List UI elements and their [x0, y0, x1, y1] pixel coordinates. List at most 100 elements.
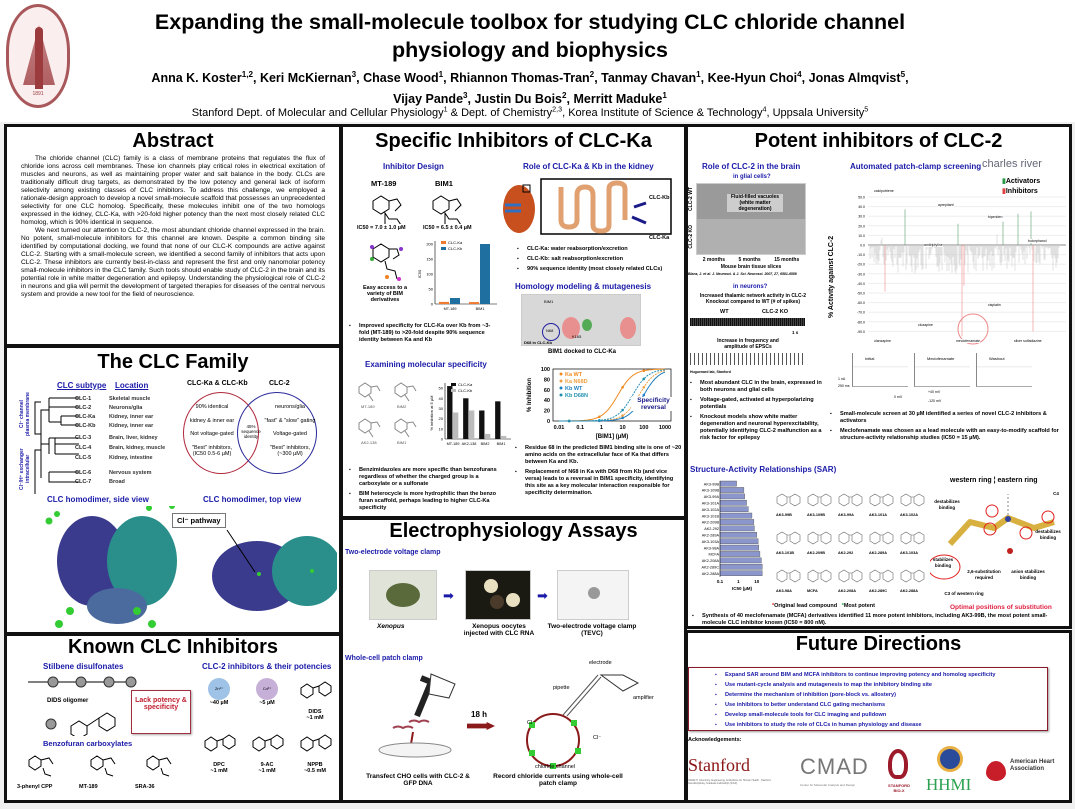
potency-label: ~40 µM [209, 700, 229, 706]
compound-structure [836, 487, 866, 516]
compound-label: DIDS oligomer [47, 698, 89, 704]
compound-structure [898, 563, 928, 592]
compound-label: clozapine [918, 323, 933, 327]
time-label: 18 h [471, 710, 488, 719]
venn-item: "fast" & "slow" gating [264, 417, 316, 424]
legend-label: CLC-Ka [448, 240, 463, 245]
structure-drawing [807, 531, 832, 545]
vacuole-label: Fluid-filled vacuoles (white matter dege… [727, 194, 783, 212]
clc2-inhibitor: DIDS~1 mM [293, 678, 337, 721]
compound-label: AK3-102A [900, 513, 918, 517]
section-title: Specific Inhibitors of CLC-Ka [375, 130, 652, 152]
bond-lines [28, 755, 54, 777]
current-trace: Meclofenamate [914, 353, 970, 387]
subtype-name: CLC-Kb [75, 423, 96, 429]
subtype-location: Kidney, intestine [109, 455, 153, 461]
venn-right-title: CLC-2 [269, 380, 290, 387]
structure-drawing [838, 531, 863, 545]
diagram-label: Cl⁻ [593, 735, 602, 741]
structure-drawing [300, 681, 332, 699]
bond-lines [90, 755, 116, 777]
series-line [559, 371, 666, 422]
affiliation-mark: 3 [463, 91, 468, 101]
affiliation-mark: 1,2 [241, 70, 253, 79]
bar [719, 532, 757, 538]
subsection-title: Automated patch-clamp screening [850, 162, 982, 171]
subsection-title: in glial cells? [733, 174, 771, 180]
bond-lines [807, 569, 832, 583]
bond-lines [838, 569, 863, 583]
subtype-location: Kidney, inner ear [109, 414, 154, 420]
structure-drawing [900, 531, 925, 545]
epsc-trace [690, 353, 805, 365]
compound-structure [898, 525, 928, 554]
y-tick-label: -20.0 [857, 263, 865, 267]
trace-label: Initial [865, 356, 875, 361]
y-tick-label: 50.0 [858, 196, 865, 200]
ic50-label: IC50 = 7.0 ± 1.0 µM [357, 225, 406, 231]
affiliation-mark: 4 [797, 70, 802, 79]
clc2-inhibitor: NPPB~0.5 mM [293, 731, 337, 774]
ion-sphere: Cd²⁺ [256, 678, 278, 700]
subtype-name: CLC-3 [75, 435, 92, 441]
figure-caption: CLC homodimer, top view [203, 495, 302, 504]
dose-bullets: Residue 68 in the predicted BIM1 binding… [513, 445, 683, 500]
hhmi-logo: HHMI [926, 775, 972, 794]
trace-label: Washout [989, 356, 1005, 361]
structure-drawing [394, 382, 417, 402]
author-name: Kee-Hyun Choi4 [707, 70, 802, 86]
caption: Xenopus [377, 623, 405, 630]
compound-structure [774, 487, 804, 516]
compound-structure [355, 379, 389, 408]
legend-marker [559, 379, 563, 383]
compound-label: AK2-288A [900, 589, 918, 593]
bar [450, 298, 460, 304]
compound-structure [87, 750, 127, 783]
y-tick-label: -60.0 [857, 301, 865, 305]
diagram-label: amplifier [633, 695, 654, 701]
bar [480, 244, 490, 304]
compound-structure [143, 750, 183, 783]
x-tick-label: 0.01 [554, 425, 565, 431]
subtype-name: CLC-4 [75, 445, 92, 451]
diagram-label: pipette [553, 685, 570, 691]
title-line: Expanding the small-molecule toolbox for… [154, 10, 906, 34]
bond-lines [146, 755, 172, 777]
author-name: Chase Wood1 [363, 70, 444, 86]
bond-lines [300, 681, 332, 699]
subtype-location: Broad [109, 479, 125, 485]
compound-label: BIM1 [397, 440, 407, 445]
clcka-panel: Specific Inhibitors of CLC-Ka Inhibitor … [340, 124, 687, 519]
citation: Blanz, J. et al. J. Neurosci. & J. Sci. … [688, 272, 797, 276]
potency-label: ~5 µM [259, 700, 275, 706]
compound-label: AK3-99A [838, 513, 854, 517]
y-tick-label: 10.0 [858, 234, 865, 238]
section-title: Electrophysiology Assays [389, 520, 638, 542]
y-tick-label: 40.0 [858, 205, 865, 209]
subtype-name: CLC-1 [75, 396, 92, 402]
bullet: Use mutant-cycle analysis and mutagenesi… [713, 682, 1047, 689]
compound-label: silver sulfadiazine [1014, 339, 1042, 343]
brain-bullets: Most abundant CLC in the brain, expresse… [688, 380, 823, 445]
y-tick-label: 0.0 [860, 244, 865, 248]
abstract-panel: Abstract The chloride channel (CLC) fami… [4, 124, 342, 347]
affiliation: , Korea Institute of Science & Technolog… [562, 105, 767, 119]
meclofenamate-highlight [957, 313, 989, 345]
author-name: Justin Du Bois2 [474, 91, 567, 107]
bond-lines [807, 493, 832, 507]
legend-label: CLC-Ka [458, 382, 473, 387]
oocytes-photo [465, 570, 531, 620]
kidney-label: CLC-Ka [649, 235, 670, 241]
x-axis-label: IC50 (µM) [732, 586, 753, 591]
potency-label: ~1 mM [258, 768, 276, 774]
structure-drawing [204, 734, 236, 752]
compound-label: biperiden [988, 215, 1003, 219]
caption: Increase in frequency and amplitude of E… [717, 338, 779, 350]
structure-drawing [869, 569, 894, 583]
subtype-name: CLC-5 [75, 455, 92, 461]
legend-inhibitors: ▮Inhibitors [1002, 188, 1038, 195]
ion-sphere: Zn²⁺ [208, 678, 230, 700]
reversal-annotation: Specificity reversal [631, 397, 676, 411]
ic50-label: IC50 = 6.5 ± 0.4 µM [423, 225, 472, 231]
